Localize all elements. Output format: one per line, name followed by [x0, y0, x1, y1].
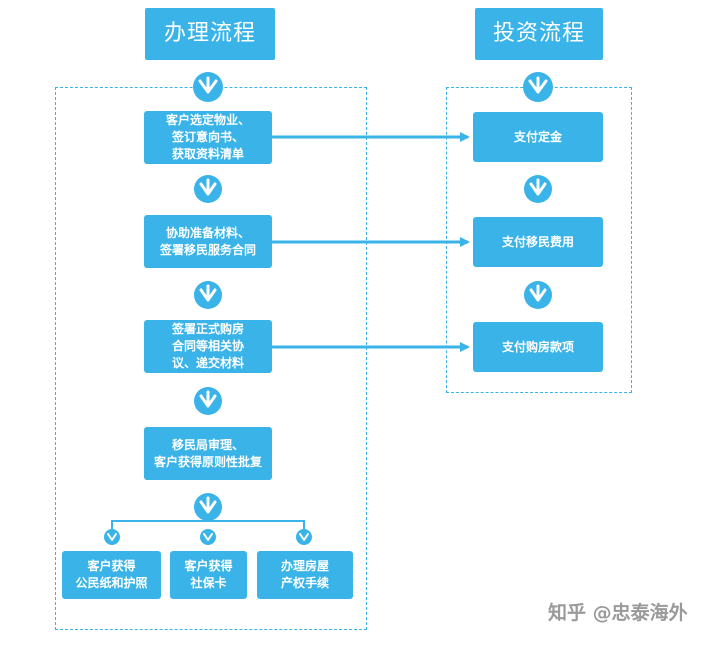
down-arrow-icon [524, 281, 552, 309]
process-title: 办理流程 [145, 8, 275, 60]
outcome-property-title: 办理房屋 产权手续 [257, 551, 353, 599]
down-arrow-icon [194, 387, 222, 415]
small-down-arrow-icon [104, 529, 120, 545]
down-arrow-icon [194, 175, 222, 203]
small-down-arrow-icon [200, 529, 216, 545]
watermark-text: 知乎 @忠泰海外 [548, 602, 688, 624]
process-step-prepare-materials: 协助准备材料、 签署移民服务合同 [144, 215, 272, 268]
process-step-approval: 移民局审理、 客户获得原则性批复 [144, 427, 272, 480]
down-arrow-icon [523, 72, 553, 102]
investment-title: 投资流程 [475, 8, 603, 60]
investment-step-deposit: 支付定金 [473, 112, 603, 162]
small-down-arrow-icon [296, 529, 312, 545]
down-arrow-icon [193, 72, 223, 102]
outcome-passport: 客户获得 公民纸和护照 [62, 551, 161, 599]
down-arrow-icon [194, 493, 222, 521]
branch-connector [111, 520, 305, 530]
down-arrow-icon [194, 281, 222, 309]
investment-step-immigration-fee: 支付移民费用 [473, 217, 603, 267]
process-step-select-property: 客户选定物业、 签订意向书、 获取资料清单 [144, 111, 272, 164]
down-arrow-icon [524, 175, 552, 203]
outcome-social-card: 客户获得 社保卡 [170, 551, 247, 599]
process-step-sign-contract: 签署正式购房 合同等相关协 议、递交材料 [144, 320, 272, 373]
investment-step-purchase: 支付购房款项 [473, 322, 603, 372]
